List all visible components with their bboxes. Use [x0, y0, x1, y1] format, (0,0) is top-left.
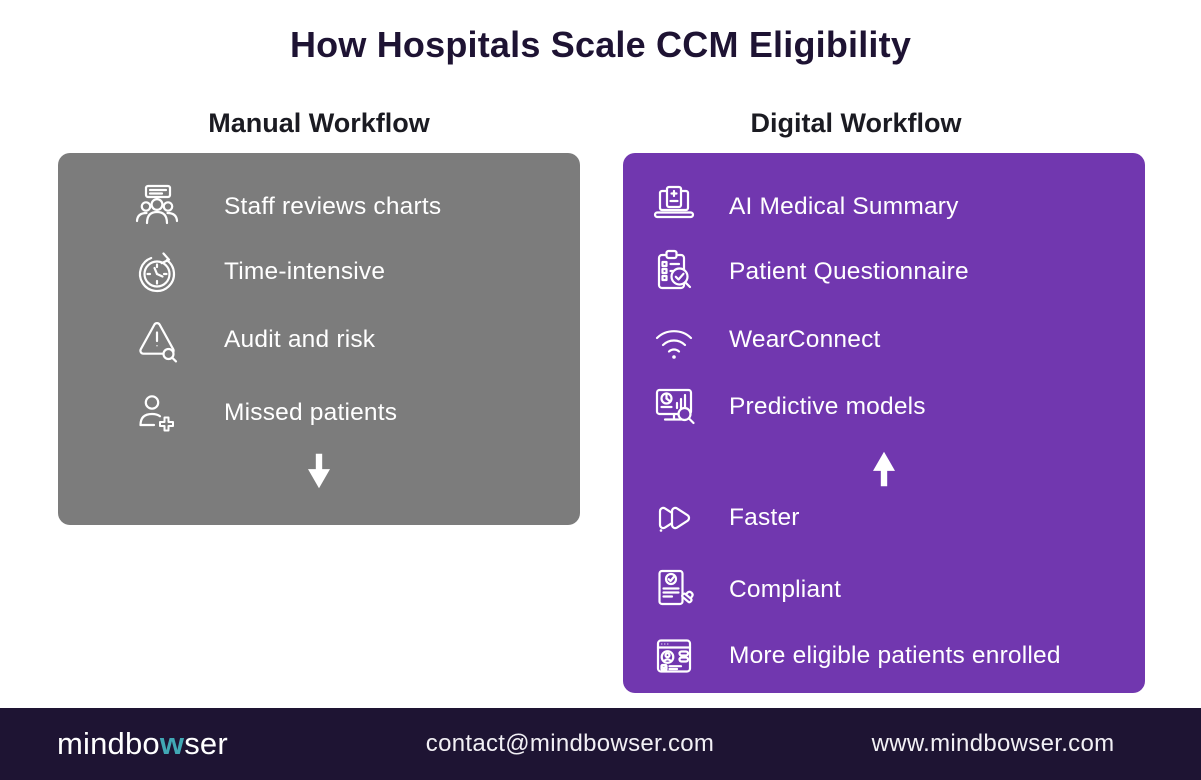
list-item: Staff reviews charts [58, 181, 441, 233]
manual-workflow-panel: Staff reviews charts Time-intensive [58, 153, 580, 525]
laptop-medical-icon [648, 181, 700, 233]
list-item-label: Predictive models [729, 393, 926, 420]
list-item: Patient Questionnaire [623, 246, 969, 298]
logo-text: ser [184, 726, 228, 761]
list-item-label: WearConnect [729, 326, 881, 353]
list-item: More eligible patients enrolled [623, 630, 1061, 682]
staff-group-icon [131, 181, 183, 233]
analytics-monitor-icon [648, 381, 700, 433]
list-item: WearConnect [623, 314, 881, 366]
list-item-label: Compliant [729, 576, 842, 603]
list-item-label: Missed patients [224, 399, 398, 426]
logo-accent-letter: w [159, 726, 185, 761]
digital-workflow-panel: AI Medical Summary Patient Questionnaire [623, 153, 1145, 693]
list-item: Faster [623, 492, 800, 544]
patient-record-icon [648, 630, 700, 682]
footer-bar: mindbowser contact@mindbowser.com www.mi… [0, 708, 1201, 780]
logo-text: mindbo [57, 726, 160, 761]
list-item-label: More eligible patients enrolled [729, 642, 1061, 669]
down-arrow-icon [58, 450, 580, 492]
questionnaire-magnifier-icon [648, 246, 700, 298]
stamped-document-icon [648, 564, 700, 616]
list-item-label: AI Medical Summary [729, 193, 959, 220]
list-item: Audit and risk [58, 314, 375, 366]
add-patient-icon [131, 387, 183, 439]
list-item-label: Faster [729, 504, 800, 531]
list-item: AI Medical Summary [623, 181, 959, 233]
list-item-label: Audit and risk [224, 326, 376, 353]
list-item: Predictive models [623, 381, 926, 433]
page-title: How Hospitals Scale CCM Eligibility [289, 24, 912, 65]
contact-email: contact@mindbowser.com [425, 730, 715, 757]
warning-magnifier-icon [131, 314, 183, 366]
list-item: Time-intensive [58, 246, 385, 298]
up-arrow-icon [623, 448, 1145, 490]
clock-refresh-icon [131, 246, 183, 298]
wifi-icon [648, 314, 700, 366]
list-item-label: Patient Questionnaire [729, 258, 969, 285]
list-item: Missed patients [58, 387, 397, 439]
digital-workflow-header: Digital Workflow [750, 108, 962, 138]
list-item: Compliant [623, 564, 841, 616]
list-item-label: Time-intensive [224, 258, 386, 285]
list-item-label: Staff reviews charts [224, 193, 442, 220]
website-url: www.mindbowser.com [871, 730, 1115, 757]
manual-workflow-header: Manual Workflow [208, 108, 430, 138]
fast-forward-icon [648, 492, 700, 544]
mindbowser-logo: mindbowser [57, 726, 228, 762]
